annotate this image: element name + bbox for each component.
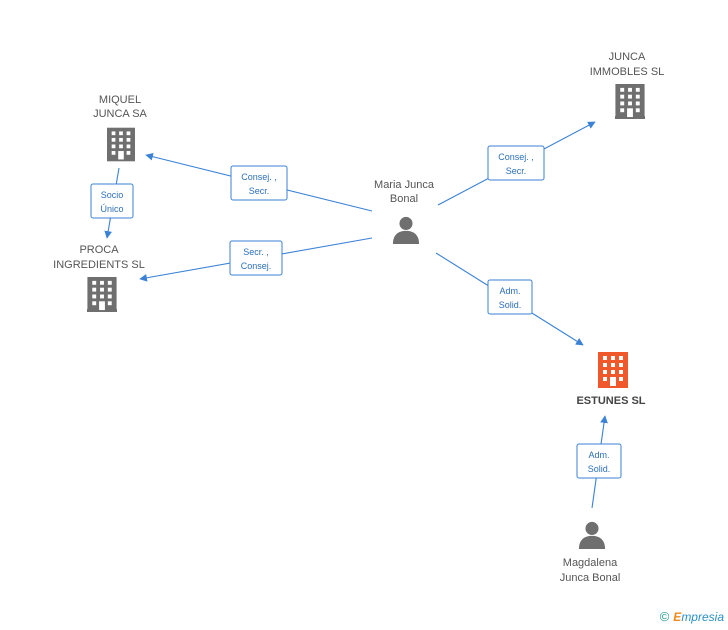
edge-label-line2: Solid. xyxy=(588,464,611,474)
building-icon xyxy=(598,352,628,388)
edge-maria-proca: Secr. , Consej. xyxy=(139,237,373,282)
node-maria-junca-bonal[interactable]: Maria Junca Bonal xyxy=(374,179,435,244)
node-label-line2: INGREDIENTS SL xyxy=(53,259,145,271)
building-icon xyxy=(615,84,645,119)
edge-magdalena-estunes: Adm. Solid. xyxy=(576,415,622,509)
edge-label-line1: Socio xyxy=(101,190,124,200)
edge-miquel-proca: Socio Único xyxy=(90,167,134,239)
node-label-line1: ESTUNES SL xyxy=(576,395,645,407)
copyright-footer: © Empresia xyxy=(660,609,724,624)
node-label-line1: JUNCA xyxy=(609,51,646,63)
edge-maria-miquel: Consej. , Secr. xyxy=(145,152,373,212)
node-miquel-junca-sa[interactable]: MIQUEL JUNCA SA xyxy=(93,94,148,162)
person-icon xyxy=(578,521,606,549)
logo-initial: E xyxy=(673,609,682,624)
edge-label-line2: Solid. xyxy=(499,300,522,310)
edge-label-line2: Secr. xyxy=(249,186,270,196)
edge-maria-junca: Consej. , Secr. xyxy=(437,121,596,206)
node-label-line1: Maria Junca xyxy=(374,179,435,191)
edge-label-line1: Adm. xyxy=(499,286,520,296)
node-label-line2: IMMOBLES SL xyxy=(590,66,665,78)
edge-label-line2: Único xyxy=(100,204,123,214)
edge-label-line1: Consej. , xyxy=(498,152,534,162)
node-magdalena-junca-bonal[interactable]: Magdalena Junca Bonal xyxy=(560,521,621,584)
node-label-line2: Junca Bonal xyxy=(560,572,621,584)
node-label-line1: PROCA xyxy=(79,244,119,256)
edge-label-line1: Adm. xyxy=(588,450,609,460)
logo-text: mpresia xyxy=(681,609,724,624)
edge-label-line2: Secr. xyxy=(506,166,527,176)
person-icon xyxy=(392,216,420,244)
edge-maria-estunes: Adm. Solid. xyxy=(435,252,584,346)
copyright-icon: © xyxy=(659,609,670,624)
node-estunes-sl[interactable]: ESTUNES SL xyxy=(576,352,646,407)
edge-label-line2: Consej. xyxy=(241,261,272,271)
node-junca-immobles-sl[interactable]: JUNCA IMMOBLES SL xyxy=(590,51,665,119)
edge-label-line1: Consej. , xyxy=(241,172,277,182)
node-proca-ingredients-sl[interactable]: PROCA INGREDIENTS SL xyxy=(53,244,145,312)
building-icon xyxy=(107,127,135,162)
node-label-line2: JUNCA SA xyxy=(93,108,147,120)
node-label-line1: Magdalena xyxy=(563,557,618,569)
node-label-line1: MIQUEL xyxy=(99,94,141,106)
node-label-line2: Bonal xyxy=(390,193,418,205)
edge-label-line1: Secr. , xyxy=(243,247,269,257)
empresia-logo[interactable]: Empresia xyxy=(673,610,724,624)
building-icon xyxy=(87,277,117,312)
